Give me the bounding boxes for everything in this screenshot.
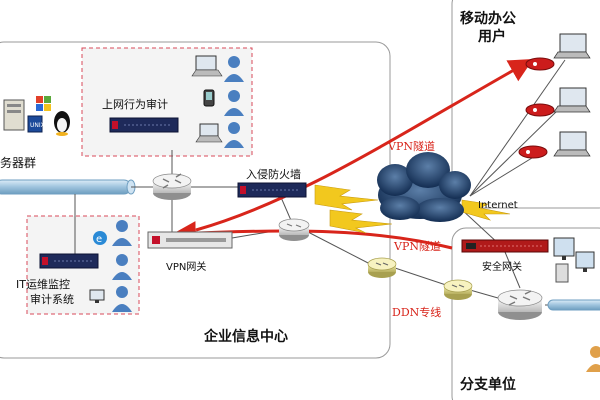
laptop-icon xyxy=(191,55,223,77)
server-icon xyxy=(555,263,569,283)
mobile-users-label: 用户 xyxy=(478,29,506,45)
vpn-tunnel-mobile-arrow xyxy=(195,59,534,232)
ops-audit-label-line2: 审计系统 xyxy=(30,293,74,306)
switch-icon xyxy=(278,218,310,241)
vpn-gateway-appliance-icon xyxy=(147,231,233,249)
branch-zone xyxy=(451,227,600,400)
windows-logo-icon xyxy=(36,96,51,111)
svg-text:UNIX: UNIX xyxy=(30,122,45,129)
person-icon xyxy=(224,122,244,148)
mobile-office-label: 移动办公 xyxy=(460,11,516,27)
vpn-tunnel-bottom-label: VPN隧道 xyxy=(394,240,441,253)
linux-penguin-icon xyxy=(54,111,70,136)
monitor-icon xyxy=(553,237,575,260)
laptop-icon xyxy=(553,131,591,157)
branch-label: 分支单位 xyxy=(460,377,516,393)
server-bus xyxy=(0,179,132,195)
vpn-tunnel-top-label: VPN隧道 xyxy=(388,140,435,153)
svg-text:e: e xyxy=(96,234,102,245)
person-icon xyxy=(224,56,244,82)
vpn-key-icon xyxy=(525,57,555,71)
monitor-icon xyxy=(89,289,105,303)
cloud-icon xyxy=(377,152,471,222)
firewall-appliance-icon xyxy=(39,253,99,269)
laptop-icon xyxy=(553,87,591,113)
firewall-appliance-icon xyxy=(237,182,307,198)
person-icon xyxy=(112,286,132,312)
person-icon xyxy=(112,220,132,246)
behavior-audit-box xyxy=(81,47,253,157)
enterprise-center-label: 企业信息中心 xyxy=(204,329,288,345)
branch-bus xyxy=(547,299,600,311)
server-cluster-label: 务器群 xyxy=(0,156,37,170)
laptop-icon xyxy=(195,123,223,143)
security-gateway-label: 安全网关 xyxy=(482,262,522,273)
laptop-icon xyxy=(553,33,591,59)
ops-audit-label-line1: IT运维监控 xyxy=(16,278,70,291)
ddn-line-label: DDN专线 xyxy=(392,306,442,319)
behavior-audit-label: 上网行为审计 xyxy=(102,98,168,111)
pda-icon xyxy=(203,89,215,107)
lightning-icon xyxy=(461,199,511,221)
mobile-zone xyxy=(451,0,600,209)
router-icon xyxy=(497,289,543,320)
ids-firewall-label: 入侵防火墙 xyxy=(246,168,301,181)
lightning-icon xyxy=(314,184,379,211)
ie-browser-icon: e xyxy=(93,231,107,245)
security-gateway-appliance-icon xyxy=(461,239,549,253)
router-icon xyxy=(367,257,397,278)
person-icon xyxy=(224,90,244,116)
server-icon xyxy=(3,99,25,131)
vpn-gateway-label: VPN网关 xyxy=(166,262,207,273)
unix-icon: UNIX xyxy=(27,115,45,133)
firewall-appliance-icon xyxy=(109,117,179,133)
person-icon xyxy=(586,346,600,372)
router-icon xyxy=(443,279,473,300)
router-icon xyxy=(152,173,192,200)
person-icon xyxy=(112,254,132,280)
vpn-key-icon xyxy=(525,103,555,117)
monitor-icon xyxy=(575,251,595,272)
vpn-key-icon xyxy=(518,145,548,159)
internet-label: Internet xyxy=(478,200,518,211)
lightning-icon xyxy=(329,209,393,234)
